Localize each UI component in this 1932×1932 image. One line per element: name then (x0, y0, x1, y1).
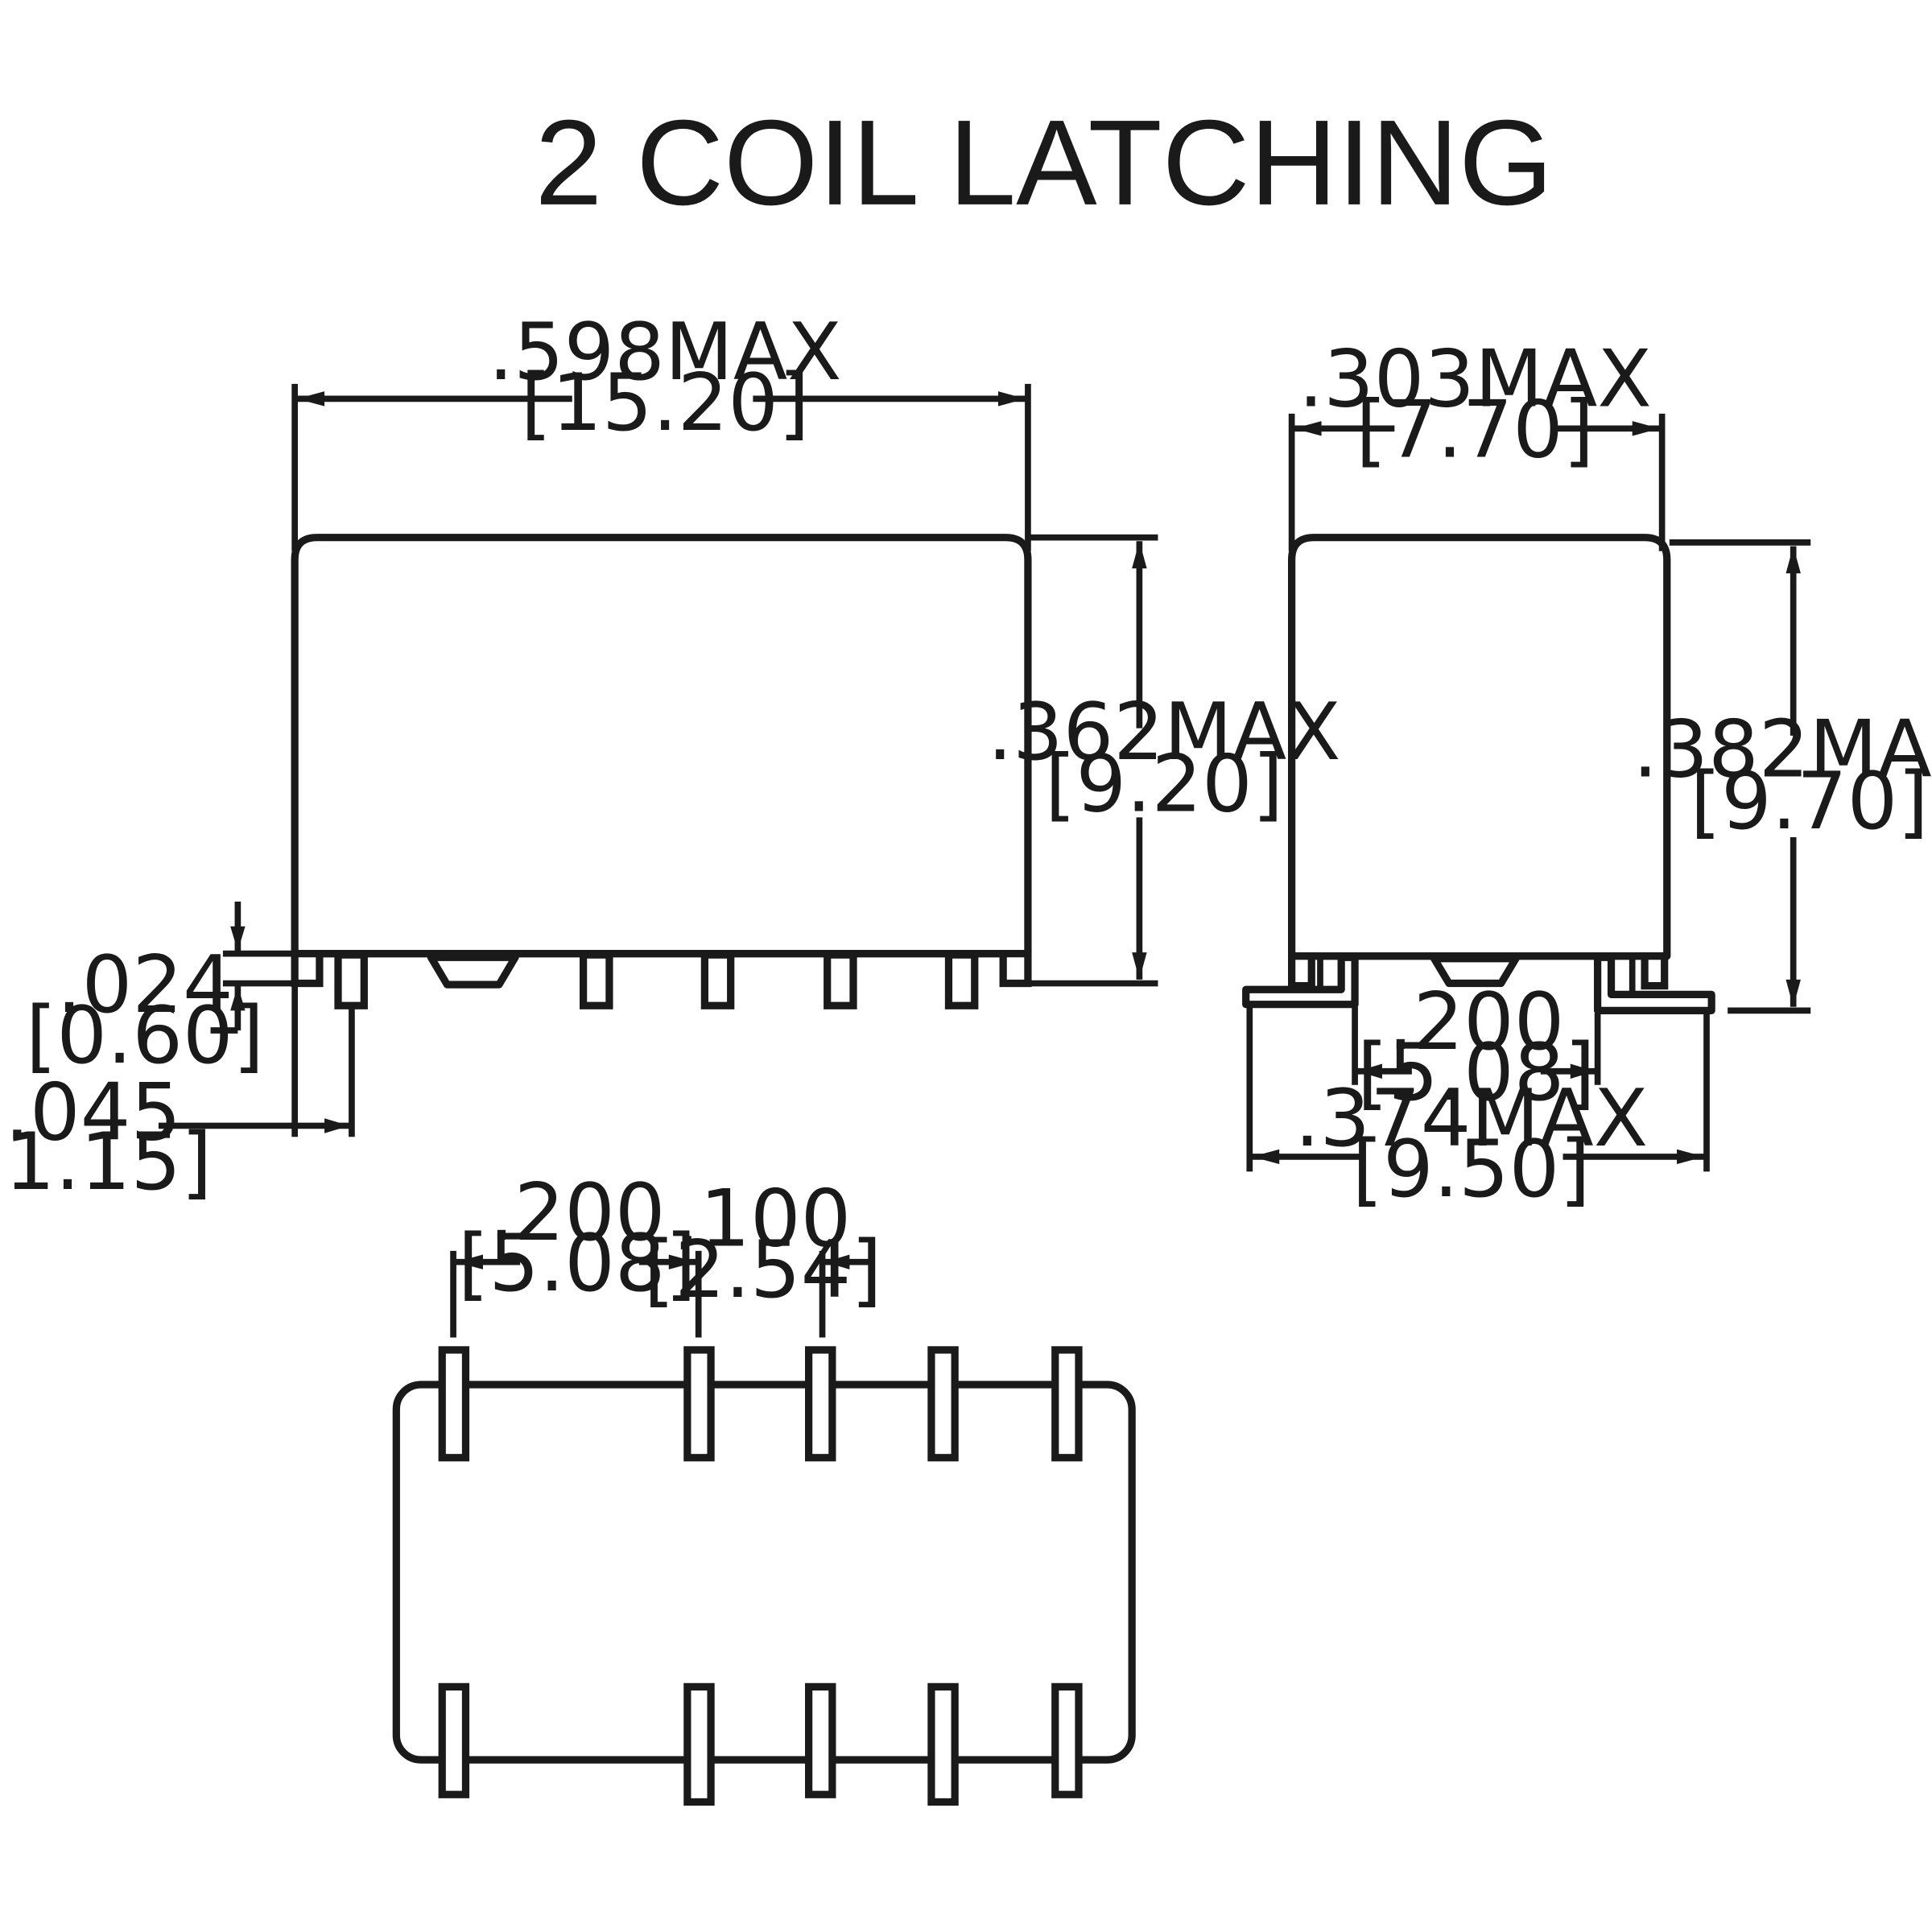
front-view-pin (824, 951, 857, 1009)
bottom-view-pin (438, 1346, 470, 1462)
front-view-standoff-left (291, 950, 324, 988)
bottom-view-pin (438, 1682, 470, 1798)
arrow-head (1677, 1149, 1704, 1165)
front-view-center-standoff (427, 953, 519, 989)
front-length-inch-label: .598MAX (489, 307, 842, 398)
side-view-standoff-left (1288, 952, 1315, 990)
arrow-head (1785, 546, 1801, 574)
bottom-view-pin (927, 1346, 959, 1462)
arrow-head (1252, 1149, 1280, 1165)
side-pin-row-dimension: .200 [5.08] (1352, 976, 1601, 1119)
front-view: .598MAX [15.20] .362MAX [9.20] .024 [0.6… (0, 307, 1341, 1208)
side-lead-span-inch-label: .374MAX (1294, 1073, 1648, 1165)
front-pin-offset-dimension: .045 [1.15] (0, 985, 355, 1208)
arrow-head (297, 391, 325, 407)
bottom-pitch-200-inch-label: .200 (489, 1167, 665, 1259)
arrow-head (230, 926, 246, 952)
arrow-head (998, 391, 1026, 407)
front-standoff-mm-label: [0.60] (26, 990, 264, 1082)
arrow-head (1357, 1063, 1382, 1079)
front-height-dimension: .362MAX [9.20] (988, 534, 1341, 987)
side-pin-row-inch-label: .200 (1388, 976, 1564, 1068)
bottom-view-pin (805, 1682, 836, 1798)
arrow-head (324, 1118, 349, 1133)
front-view-pin (700, 951, 735, 1009)
arrow-head (1294, 421, 1322, 436)
arrow-head (230, 985, 246, 1011)
front-pin-offset-mm-label: [1.15] (0, 1117, 212, 1208)
arrow-head (1132, 952, 1147, 980)
side-view-lead-left (1242, 953, 1359, 1009)
arrow-head (1132, 541, 1147, 569)
bottom-pitch-dimension: .200 [5.08] .100 [2.54] (450, 1167, 882, 1338)
side-height-dimension: .382MAX [9.70] (1633, 539, 1932, 1014)
side-width-dimension: .303MAX [7.70] (1288, 334, 1666, 551)
front-standoff-dimension: .024 [0.60] (26, 902, 293, 1082)
side-lead-span-mm-label: [9.50] (1352, 1124, 1591, 1216)
side-pin-row-mm-label: [5.08] (1357, 1027, 1596, 1119)
side-width-inch-label: .303MAX (1298, 334, 1652, 426)
side-height-inch-label: .382MAX (1633, 704, 1932, 796)
bottom-view-pin (683, 1682, 715, 1806)
side-view: .303MAX [7.70] .382MAX [9.70] .200 [5.08… (1242, 334, 1932, 1216)
front-view-standoff-right (999, 950, 1032, 988)
front-view-pin (580, 951, 613, 1009)
bottom-view-pin (683, 1346, 715, 1462)
bottom-pitch-100-mm-label: [2.54] (644, 1224, 882, 1316)
bottom-view-body (392, 1381, 1136, 1764)
front-height-mm-label: [9.20] (1045, 739, 1283, 831)
side-height-mm-label: [9.70] (1690, 756, 1929, 848)
side-width-mm-label: [7.70] (1356, 385, 1594, 477)
side-lead-span-dimension: .374MAX [9.50] (1246, 1006, 1710, 1216)
bottom-view-pin (805, 1346, 836, 1462)
arrow-head (824, 1254, 850, 1269)
front-standoff-inch-label: .024 (56, 939, 233, 1031)
bottom-pitch-200-mm-label: [5.08] (458, 1218, 696, 1310)
front-length-mm-label: [15.20] (521, 357, 810, 449)
bottom-view-pin (1051, 1346, 1083, 1462)
front-view-pin (944, 951, 979, 1009)
bottom-view-pin (1051, 1682, 1083, 1798)
arrow-head (1632, 421, 1660, 436)
bottom-view: .200 [5.08] .100 [2.54] (392, 1167, 1136, 1806)
bottom-pitch-100-inch-label: .100 (675, 1174, 851, 1265)
bottom-view-pin (927, 1682, 959, 1806)
side-view-lead-right (1594, 953, 1715, 1014)
arrow-head (668, 1254, 696, 1269)
arrow-head (1785, 979, 1801, 1007)
drawing-title: 2 COIL LATCHING (535, 95, 1553, 230)
arrow-head (456, 1254, 483, 1269)
side-view-body (1288, 534, 1671, 960)
front-length-dimension: .598MAX [15.20] (291, 307, 1031, 551)
side-view-center-standoff (1430, 955, 1520, 988)
front-view-body (291, 534, 1032, 958)
arrow-head (1570, 1063, 1596, 1079)
front-height-inch-label: .362MAX (988, 687, 1341, 778)
side-view-standoff-right (1641, 952, 1669, 990)
front-pin-offset-inch-label: .045 (5, 1067, 181, 1158)
front-view-pin (334, 951, 368, 1009)
